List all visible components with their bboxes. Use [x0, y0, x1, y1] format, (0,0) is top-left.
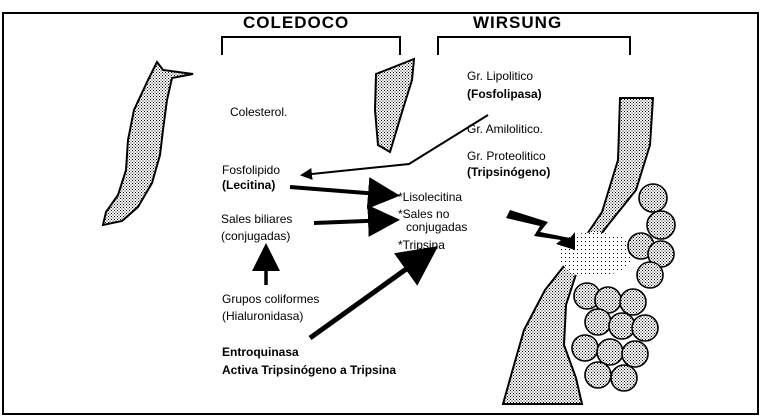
coledoco-header: COLEDOCO — [243, 13, 349, 32]
label-entroquinasa: Entroquinasa — [222, 345, 299, 359]
label-conjugadas-product: conjugadas — [406, 220, 467, 234]
acinar-cell — [639, 184, 667, 212]
label-tripsina: *Tripsina — [398, 238, 445, 252]
label-sales-no: *Sales no — [398, 207, 450, 221]
acinar-cell — [597, 339, 623, 365]
acinar-cell — [647, 211, 675, 239]
acinar-cell — [632, 315, 658, 341]
label-lecitina: (Lecitina) — [222, 178, 275, 192]
acinar-cell — [585, 309, 611, 335]
arrow-sales-to-noconjugadas — [314, 220, 392, 223]
arrow-entroquinasa-to-tripsina — [310, 252, 430, 338]
label-lisolecitina: *Lisolecitina — [398, 190, 462, 204]
label-tripsinogeno: (Tripsinógeno) — [467, 165, 550, 179]
label-gr-lipolitico: Gr. Lipolitico — [467, 69, 533, 83]
wirsung-bracket — [438, 37, 630, 55]
acinar-cell — [572, 335, 598, 361]
label-gr-amilolitico: Gr. Amilolitico. — [467, 122, 543, 136]
wirsung-header: WIRSUNG — [473, 13, 562, 32]
acinar-cell — [637, 262, 663, 288]
lightning-arrow-icon — [506, 210, 575, 250]
acinar-cells — [572, 184, 675, 391]
arrow-lecitina-to-lisolecitina — [290, 187, 392, 195]
coledoco-bracket — [222, 37, 400, 55]
acinar-cell — [585, 362, 611, 388]
label-colesterol: Colesterol. — [230, 105, 287, 119]
acinar-cell — [622, 341, 648, 367]
acinar-cell — [609, 313, 635, 339]
label-conjugadas: (conjugadas) — [221, 229, 290, 243]
label-hialuronidasa: (Hialuronidasa) — [222, 309, 303, 323]
label-fosfolipido: Fosfolipido — [222, 163, 280, 177]
coledoco-duct-shape — [103, 62, 193, 225]
label-activa-tripsinogeno: Activa Tripsinógeno a Tripsina — [222, 363, 396, 377]
coledoco-wedge-shape — [375, 59, 414, 152]
label-grupos-coliformes: Grupos coliformes — [222, 292, 319, 306]
acinar-cell — [611, 365, 637, 391]
acinar-cell — [620, 289, 646, 315]
label-fosfolipasa: (Fosfolipasa) — [467, 87, 542, 101]
label-sales-biliares: Sales biliares — [221, 212, 292, 226]
label-gr-proteolitico: Gr. Proteolitico — [467, 149, 546, 163]
